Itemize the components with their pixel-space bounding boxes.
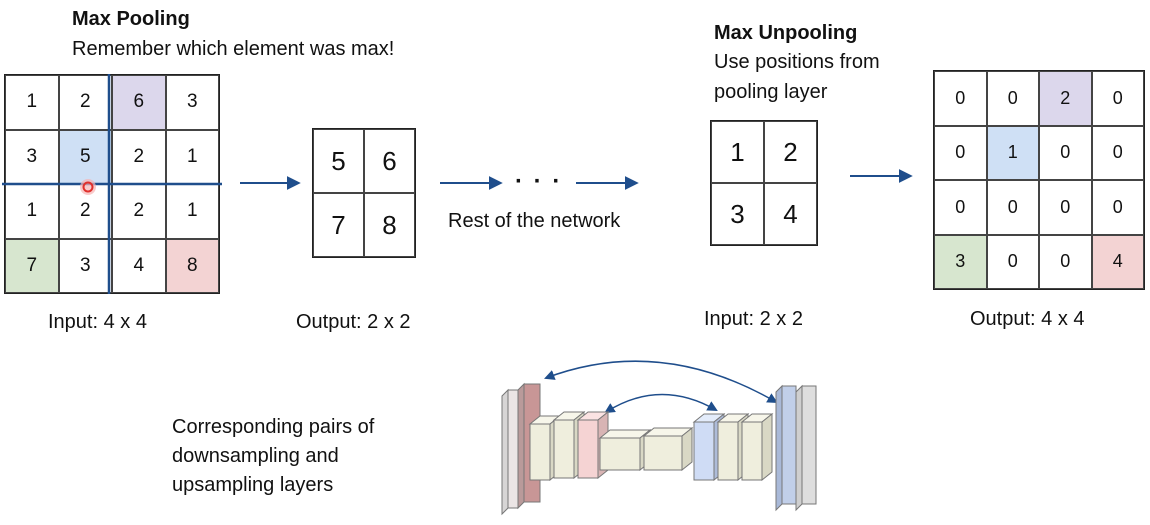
pooling-input-caption: Input: 4 x 4	[48, 311, 147, 333]
grid-cell: 4	[112, 238, 166, 293]
max-unpooling-title: Max Unpooling	[714, 22, 858, 44]
grid-cell: 0	[1091, 125, 1144, 180]
grid-cell-highlight-blue: 5	[58, 129, 112, 184]
grid-cell: 4	[764, 183, 817, 245]
grid-cell: 0	[986, 180, 1039, 235]
unet-diagram	[501, 360, 817, 516]
grid-cell: 6	[364, 129, 415, 193]
grid-cell: 1	[711, 121, 764, 183]
unpooling-input-grid: 1 2 3 4	[710, 120, 818, 246]
decoder-layer	[795, 384, 817, 512]
grid-cell: 8	[364, 193, 415, 257]
grid-cell: 3	[711, 183, 764, 245]
grid-cell: 0	[1091, 71, 1144, 126]
grid-cell: 0	[934, 125, 987, 180]
unpooling-output-grid: 0 0 2 0 0 1 0 0 0 0 0 0 3 0 0 4	[933, 70, 1145, 290]
rest-of-network-label: Rest of the network	[448, 210, 621, 232]
bottom-description: Corresponding pairs of downsampling and …	[172, 413, 374, 500]
max-unpooling-subtitle-line1: Use positions from	[714, 51, 880, 73]
grid-cell-highlight-green: 7	[5, 238, 59, 293]
grid-cell: 2	[764, 121, 817, 183]
decoder-block	[740, 412, 774, 482]
grid-cell: 7	[313, 193, 364, 257]
pooling-input-grid: 1 2 6 3 3 5 2 1 1 2 2 1 7 3 4 8	[4, 74, 220, 294]
grid-cell: 0	[1091, 180, 1144, 235]
pooling-output-caption: Output: 2 x 2	[296, 311, 411, 333]
skip-connection-arrow-icon	[544, 360, 778, 404]
pooling-output-grid: 5 6 7 8	[312, 128, 416, 258]
grid-cell-highlight-red: 8	[165, 238, 219, 293]
grid-cell: 0	[1039, 180, 1092, 235]
grid-cell: 0	[986, 234, 1039, 289]
unpooling-output-caption: Output: 4 x 4	[970, 308, 1085, 330]
grid-cell: 0	[1039, 125, 1092, 180]
max-pooling-subtitle: Remember which element was max!	[72, 38, 395, 60]
grid-cell-highlight-blue: 1	[986, 125, 1039, 180]
unpooling-input-caption: Input: 2 x 2	[704, 308, 803, 330]
grid-cell: 3	[58, 238, 112, 293]
decoder-layer-highlight	[775, 384, 797, 512]
grid-cell: 1	[5, 75, 59, 130]
grid-cell-highlight-green: 3	[934, 234, 987, 289]
bottom-line-3: upsampling layers	[172, 474, 334, 496]
grid-cell-highlight-purple: 2	[1039, 71, 1092, 126]
bottom-line-1: Corresponding pairs of	[172, 416, 375, 438]
grid-cell: 2	[58, 75, 112, 130]
bottom-line-2: downsampling and	[172, 445, 339, 467]
grid-cell: 0	[1039, 234, 1092, 289]
grid-cell: 5	[313, 129, 364, 193]
grid-cell-highlight-purple: 6	[112, 75, 166, 130]
max-unpooling-subtitle-line2: pooling layer	[714, 81, 828, 103]
grid-cell: 0	[934, 71, 987, 126]
cursor-pointer-icon	[80, 179, 96, 195]
ellipsis-dots: · · ·	[515, 168, 563, 195]
bottleneck-block	[642, 426, 694, 472]
grid-cell: 3	[165, 75, 219, 130]
max-pooling-title: Max Pooling	[72, 8, 190, 30]
skip-connection-arrow-icon	[604, 393, 718, 414]
grid-cell: 0	[986, 71, 1039, 126]
grid-cell: 0	[934, 180, 987, 235]
encoder-layer	[501, 388, 519, 516]
bottleneck-block	[598, 428, 652, 472]
grid-cell-highlight-red: 4	[1091, 234, 1144, 289]
